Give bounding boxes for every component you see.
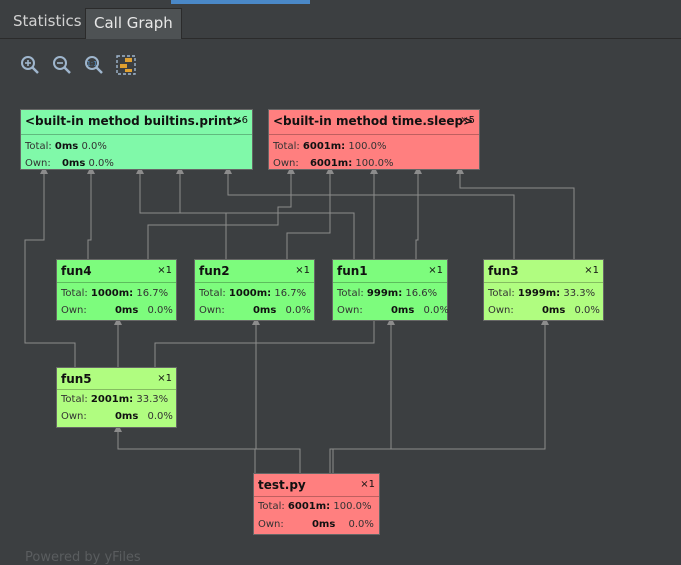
node-title: fun1 <box>337 264 368 278</box>
node-own-row: Own: 0ms 0.0% <box>199 305 311 316</box>
node-own-row: Own: 0ms 0.0% <box>488 305 600 316</box>
node-total-row: Total: 999m: 16.6% <box>337 288 438 299</box>
node-total-row: Total: 0ms 0.0% <box>25 141 107 152</box>
node-own-row: Own: 0ms 0.0% <box>337 305 449 316</box>
node-fun1[interactable]: fun1 ×1 Total: 999m: 16.6% Own: 0ms 0.0% <box>332 259 449 321</box>
node-own-row: Own: 0ms 0.0% <box>61 411 173 422</box>
node-call-count: ×1 <box>295 265 310 276</box>
svg-text:1:1: 1:1 <box>87 60 97 68</box>
node-divider <box>195 282 314 283</box>
node-total-row: Total: 6001m: 100.0% <box>258 501 372 512</box>
node-total-row: Total: 6001m: 100.0% <box>273 141 387 152</box>
node-title: fun3 <box>488 264 519 278</box>
node-title: fun2 <box>199 264 230 278</box>
top-border <box>0 0 681 4</box>
zoom-in-icon[interactable] <box>20 55 40 75</box>
fit-content-icon[interactable] <box>116 55 136 75</box>
node-divider <box>21 134 252 135</box>
node-title: test.py <box>258 478 306 492</box>
node-divider <box>333 282 447 283</box>
node-total-row: Total: 1999m: 33.3% <box>488 288 596 299</box>
tab-call-graph[interactable]: Call Graph <box>85 8 182 39</box>
node-call-count: ×1 <box>428 265 443 276</box>
tab-statistics[interactable]: Statistics <box>13 12 82 30</box>
node-title: fun4 <box>61 264 92 278</box>
zoom-out-icon[interactable] <box>52 55 72 75</box>
actual-size-icon[interactable]: 1:1 <box>84 55 104 75</box>
node-own-row: Own: 0ms 0.0% <box>25 158 114 169</box>
node-call-count: ×1 <box>360 479 375 490</box>
node-divider <box>254 496 379 497</box>
node-fun2[interactable]: fun2 ×1 Total: 1000m: 16.7% Own: 0ms 0.0… <box>194 259 315 321</box>
node-divider <box>57 282 176 283</box>
tab-bar: Statistics Call Graph <box>0 6 681 39</box>
node-title: fun5 <box>61 372 92 386</box>
node-divider <box>269 134 479 135</box>
node-fun3[interactable]: fun3 ×1 Total: 1999m: 33.3% Own: 0ms 0.0… <box>483 259 604 321</box>
node-fun5[interactable]: fun5 ×1 Total: 2001m: 33.3% Own: 0ms 0.0… <box>56 367 177 428</box>
node-title: <built-in method time.sleep> <box>273 114 474 128</box>
node-fun4[interactable]: fun4 ×1 Total: 1000m: 16.7% Own: 0ms 0.0… <box>56 259 177 321</box>
node-call-count: ×1 <box>157 373 172 384</box>
node-divider <box>57 389 176 390</box>
node-total-row: Total: 1000m: 16.7% <box>199 288 307 299</box>
node-total-row: Total: 1000m: 16.7% <box>61 288 169 299</box>
node-own-row: Own: 0ms 0.0% <box>61 305 173 316</box>
node-call-count: ×5 <box>460 115 475 126</box>
powered-by-label: Powered by yFiles <box>25 550 141 565</box>
node-time-sleep[interactable]: <built-in method time.sleep> ×5 Total: 6… <box>268 109 480 170</box>
node-call-count: ×1 <box>584 265 599 276</box>
node-divider <box>484 282 603 283</box>
node-total-row: Total: 2001m: 33.3% <box>61 394 169 405</box>
node-own-row: Own: 0ms 0.0% <box>258 519 374 530</box>
node-own-row: Own: 6001m: 100.0% <box>273 158 394 169</box>
node-call-count: ×6 <box>233 115 248 126</box>
node-title: <built-in method builtins.print> <box>25 114 243 128</box>
active-tab-indicator <box>171 0 310 4</box>
node-call-count: ×1 <box>157 265 172 276</box>
node-builtins-print[interactable]: <built-in method builtins.print> ×6 Tota… <box>20 109 253 170</box>
node-test-py[interactable]: test.py ×1 Total: 6001m: 100.0% Own: 0ms… <box>253 473 380 535</box>
